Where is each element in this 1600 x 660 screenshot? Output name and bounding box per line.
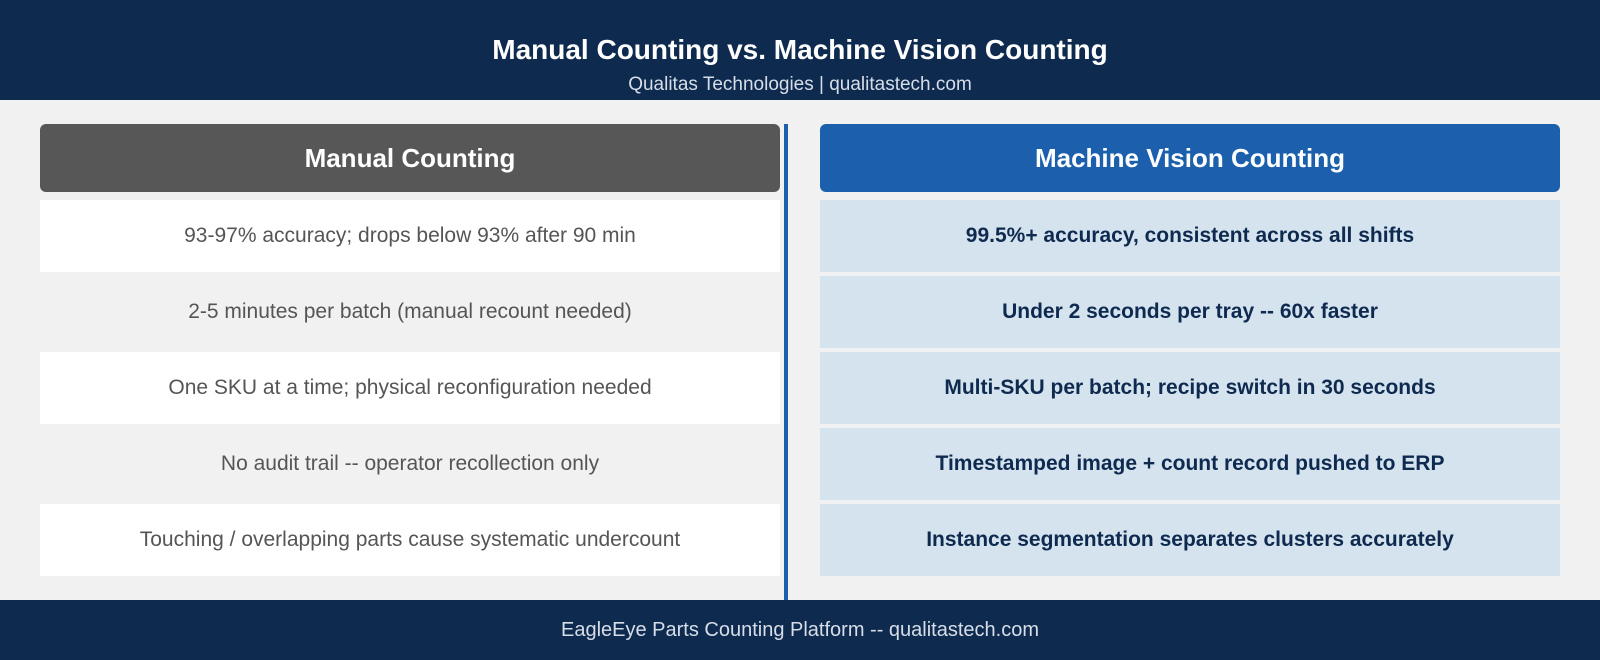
vision-column-heading: Machine Vision Counting bbox=[820, 124, 1560, 192]
vision-row: Timestamped image + count record pushed … bbox=[820, 428, 1560, 500]
manual-row: No audit trail -- operator recollection … bbox=[40, 428, 780, 500]
page-title: Manual Counting vs. Machine Vision Count… bbox=[492, 34, 1108, 65]
vision-row: 99.5%+ accuracy, consistent across all s… bbox=[820, 200, 1560, 272]
manual-row: One SKU at a time; physical reconfigurat… bbox=[40, 352, 780, 424]
page-footer: EagleEye Parts Counting Platform -- qual… bbox=[0, 600, 1600, 660]
vision-row: Instance segmentation separates clusters… bbox=[820, 504, 1560, 576]
vision-rows: 99.5%+ accuracy, consistent across all s… bbox=[820, 200, 1560, 576]
vision-column: Machine Vision Counting 99.5%+ accuracy,… bbox=[820, 124, 1560, 580]
manual-rows: 93-97% accuracy; drops below 93% after 9… bbox=[40, 200, 780, 576]
manual-column-heading: Manual Counting bbox=[40, 124, 780, 192]
column-divider bbox=[784, 124, 788, 600]
manual-row: 2-5 minutes per batch (manual recount ne… bbox=[40, 276, 780, 348]
footer-text: EagleEye Parts Counting Platform -- qual… bbox=[561, 618, 1039, 641]
vision-row: Multi-SKU per batch; recipe switch in 30… bbox=[820, 352, 1560, 424]
page-header: Manual Counting vs. Machine Vision Count… bbox=[0, 0, 1600, 100]
manual-column: Manual Counting 93-97% accuracy; drops b… bbox=[40, 124, 780, 580]
vision-row: Under 2 seconds per tray -- 60x faster bbox=[820, 276, 1560, 348]
page-subtitle: Qualitas Technologies | qualitastech.com bbox=[628, 74, 972, 95]
comparison-section: Manual Counting 93-97% accuracy; drops b… bbox=[0, 100, 1600, 600]
manual-row: Touching / overlapping parts cause syste… bbox=[40, 504, 780, 576]
manual-row: 93-97% accuracy; drops below 93% after 9… bbox=[40, 200, 780, 272]
